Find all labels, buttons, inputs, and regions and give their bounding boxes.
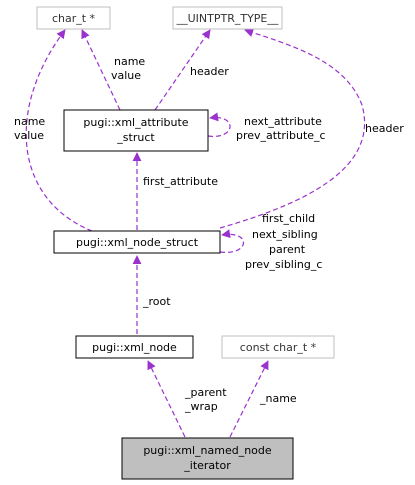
edge-label-node-char-name: name	[14, 115, 45, 128]
edge-label-first-child: first_child	[262, 212, 315, 225]
edge-label-parent: parent	[269, 243, 306, 256]
node-xml-node-struct[interactable]: pugi::xml_node_struct	[53, 230, 221, 254]
node-xml-attribute-struct[interactable]: pugi::xml_attribute _struct	[63, 109, 209, 152]
edge-label-attr-char-value: value	[111, 69, 141, 82]
node-const-char-t-ptr[interactable]: const char_t *	[221, 335, 335, 359]
node-xml-node-struct-label: pugi::xml_node_struct	[76, 236, 199, 249]
edge-label-first-attribute: first_attribute	[143, 175, 218, 188]
edge-label-prev-sibling: prev_sibling_c	[245, 258, 322, 271]
edge-label-next-sibling: next_sibling	[252, 228, 318, 241]
edge-node-to-uintptr	[219, 28, 365, 229]
node-uintptr-type-label: __UINTPTR_TYPE__	[176, 12, 279, 25]
edge-label-attr-self-prev: prev_attribute_c	[236, 129, 326, 142]
edge-node-self	[219, 229, 245, 253]
node-uintptr-type[interactable]: __UINTPTR_TYPE__	[172, 6, 283, 30]
edge-attr-to-uintptr	[154, 29, 211, 111]
edge-label-attr-char-name: name	[114, 55, 145, 68]
edge-attr-to-char	[81, 29, 121, 111]
node-xml-attribute-struct-line1: pugi::xml_attribute	[83, 116, 188, 129]
node-char-t-ptr-label: char_t *	[52, 12, 96, 25]
edge-label-attr-header: header	[190, 65, 229, 78]
edge-node-to-char	[25, 29, 93, 232]
node-char-t-ptr[interactable]: char_t *	[36, 6, 111, 30]
edge-label-name-link: _name	[259, 392, 297, 405]
edge-iter-to-xmlnode	[147, 360, 186, 438]
node-xml-named-node-iterator-line2: _iterator	[183, 459, 231, 472]
edge-label-attr-self-next: next_attribute	[244, 115, 322, 128]
edge-label-wrap-link: _wrap	[184, 400, 218, 413]
node-xml-node-label: pugi::xml_node	[92, 341, 177, 354]
edge-iter-to-constchar	[229, 360, 269, 438]
node-const-char-t-ptr-label: const char_t *	[240, 341, 317, 354]
edge-label-node-header: header	[365, 122, 404, 135]
node-xml-attribute-struct-line2: _struct	[116, 131, 155, 144]
edge-label-root: _root	[142, 295, 171, 308]
node-xml-named-node-iterator-line1: pugi::xml_named_node	[143, 444, 272, 457]
node-xml-named-node-iterator[interactable]: pugi::xml_named_node _iterator	[121, 437, 294, 480]
edge-attr-self	[207, 112, 231, 137]
edge-label-parent-link: _parent	[184, 386, 227, 399]
edge-label-node-char-value: value	[14, 129, 44, 142]
node-xml-node[interactable]: pugi::xml_node	[75, 335, 194, 359]
